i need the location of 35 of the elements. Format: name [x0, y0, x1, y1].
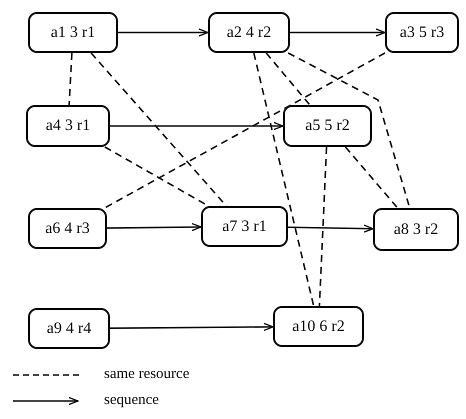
- task-box: [283, 105, 372, 147]
- task-box: [208, 12, 290, 53]
- task-label: a10 6 r2: [292, 318, 345, 336]
- task-box: [373, 208, 459, 251]
- dashed-connector: [253, 52, 314, 306]
- task-box: [28, 12, 118, 53]
- task-label: a8 3 r2: [394, 220, 438, 238]
- task-label: a5 5 r2: [305, 117, 350, 135]
- legend-text: same resource: [104, 366, 190, 383]
- task-box: [273, 306, 364, 347]
- dashed-connector: [288, 52, 410, 208]
- dashed-connector: [318, 146, 328, 306]
- arrow: [106, 222, 202, 232]
- task-label: a7 3 r1: [222, 218, 267, 236]
- arrow: [110, 122, 284, 130]
- task-label: a9 4 r4: [46, 320, 92, 338]
- task-box: [28, 208, 107, 249]
- dashed-connector: [266, 52, 310, 106]
- arrow: [110, 322, 274, 332]
- dashed-connector: [68, 52, 73, 106]
- arrow: [288, 224, 374, 233]
- task-box: [385, 12, 459, 53]
- task-label: a1 3 r1: [50, 24, 96, 42]
- legend-text: sequence: [104, 392, 159, 409]
- dashed-connector: [344, 146, 398, 209]
- task-box: [201, 206, 288, 247]
- arrow: [290, 28, 386, 37]
- dashed-connector: [104, 52, 386, 209]
- task-label: a3 5 r3: [400, 24, 444, 42]
- task-label: a4 3 r1: [46, 117, 90, 135]
- task-label: a6 4 r3: [45, 220, 90, 238]
- task-box: [28, 308, 110, 349]
- task-box: [26, 105, 110, 147]
- task-label: a2 4 r2: [226, 24, 272, 42]
- arrow: [118, 28, 209, 37]
